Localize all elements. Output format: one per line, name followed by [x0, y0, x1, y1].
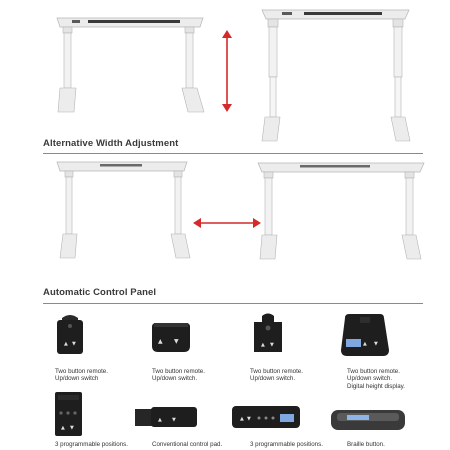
caption-two-button-remote-2: Two button remote. Up/down switch. — [152, 368, 205, 383]
svg-text:▼: ▼ — [70, 425, 74, 431]
svg-text:▼: ▼ — [72, 341, 76, 347]
svg-text:▲: ▲ — [64, 341, 68, 347]
section-title-control-panel: Automatic Control Panel — [43, 287, 157, 298]
section-divider — [43, 303, 423, 304]
svg-text:▲: ▲ — [158, 417, 162, 423]
svg-text:▼: ▼ — [270, 342, 274, 348]
section-divider — [43, 153, 423, 154]
svg-text:▲: ▲ — [363, 341, 367, 347]
svg-text:▲: ▲ — [61, 425, 65, 431]
svg-text:▼: ▼ — [172, 417, 176, 423]
caption-braille-button: Braille button. — [347, 441, 385, 448]
caption-programmable-positions-pad: 3 programmable positions. — [250, 441, 323, 448]
svg-text:▲: ▲ — [158, 338, 163, 345]
svg-text:▼: ▼ — [374, 341, 378, 347]
svg-text:▼: ▼ — [247, 416, 251, 422]
caption-programmable-positions-remote: 3 programmable positions. — [55, 441, 128, 448]
svg-text:▲: ▲ — [261, 342, 265, 348]
section-title-width-adjustment: Alternative Width Adjustment — [43, 138, 179, 149]
caption-two-button-remote-1: Two button remote. Up/down switch — [55, 368, 108, 383]
svg-text:▼: ▼ — [174, 338, 179, 345]
svg-text:▲: ▲ — [240, 416, 244, 422]
caption-two-button-remote-3: Two button remote. Up/down switch. — [250, 368, 303, 383]
caption-two-button-remote-digital: Two button remote. Up/down switch. Digit… — [347, 368, 406, 390]
caption-conventional-control-pad: Conventional control pad. — [152, 441, 223, 448]
